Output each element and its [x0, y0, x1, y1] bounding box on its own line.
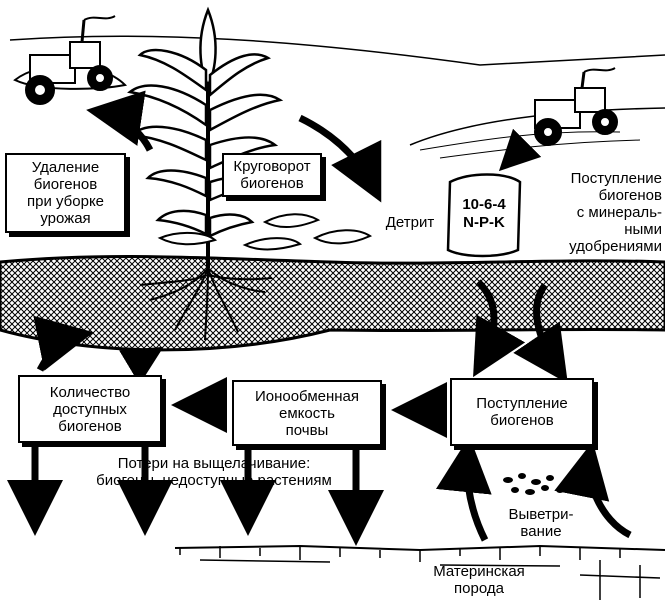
arrow-soil-to-input-2	[513, 282, 568, 384]
bedrock-label: Материнская порода	[433, 563, 525, 597]
detritus-label: Детрит	[385, 214, 435, 231]
bedrock-line	[174, 544, 665, 552]
removal-box: Удаление биогенов при уборке урожая	[5, 153, 126, 233]
bedrock-blocks	[179, 546, 661, 600]
removal-label: Удаление биогенов при уборке урожая	[26, 159, 105, 227]
exchange-label: Ионообменная емкость почвы	[254, 387, 360, 439]
tractor-fertilize-icon	[534, 67, 618, 146]
tractor-harvest-icon	[13, 15, 128, 105]
arrow-weathering-2	[554, 441, 632, 539]
arrow-available-to-plant	[33, 315, 94, 372]
field-right	[409, 107, 665, 146]
field-furrows	[419, 131, 641, 159]
flow-arrows	[33, 90, 632, 542]
weathering-particles-icon	[503, 473, 564, 495]
fertilizer-bag-icon	[446, 173, 522, 258]
soil-layer	[0, 255, 665, 352]
cycle-box: Круговорот биогенов	[222, 153, 322, 197]
cycle-label: Круговорот биогенов	[233, 158, 311, 192]
input-box: Поступление биогенов	[450, 378, 594, 446]
detritus-icon	[157, 213, 373, 251]
arrow-weathering-1	[435, 436, 492, 542]
leaching-arrows	[7, 442, 384, 546]
arrow-fertilizer-apply	[498, 128, 542, 172]
horizon-line	[9, 35, 665, 66]
box-arrows	[171, 377, 447, 438]
available-label: Количество доступных биогенов	[49, 383, 131, 435]
available-box: Количество доступных биогенов	[18, 375, 162, 443]
arrow-detritus	[298, 114, 382, 203]
input-nutrients-label: Поступление биогенов	[476, 395, 568, 429]
plant-icon	[127, 6, 284, 268]
weathering-label: Выветри- вание	[508, 506, 574, 540]
fertilizer-input-label: Поступление биогенов с минераль- ными уд…	[569, 170, 662, 255]
leaching-label: Потери на выщелачивание: биогены, недост…	[96, 455, 332, 489]
fertilizer-bag-label: 10-6-4 N-P-K	[462, 196, 506, 231]
arrow-available-to-plant-2	[118, 346, 164, 385]
arrow-soil-to-input-1	[473, 279, 526, 378]
exchange-box: Ионообменная емкость почвы	[232, 380, 382, 446]
arrow-harvest	[86, 90, 154, 152]
roots-icon	[139, 267, 273, 341]
